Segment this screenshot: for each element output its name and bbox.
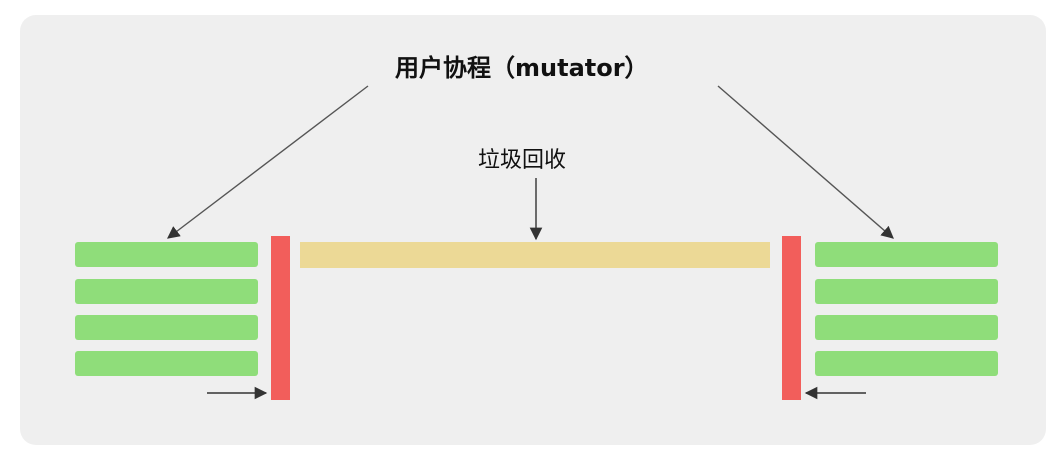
gc-region — [300, 242, 770, 268]
mutator-right-arrow — [717, 85, 894, 239]
gc-label: 垃圾回收 — [478, 148, 567, 173]
right-barrier — [782, 236, 801, 400]
left-mutator-block-4 — [75, 351, 258, 376]
right-mutator-block-2 — [815, 279, 998, 304]
right-mutator-block-3 — [815, 315, 998, 340]
mutator-label: 用户协程（mutator） — [395, 54, 649, 82]
mutator-left-arrow — [166, 85, 369, 239]
left-mutator-block-3 — [75, 315, 258, 340]
left-barrier — [271, 236, 290, 400]
right-mutator-block-1 — [815, 242, 998, 267]
left-mutator-block-1 — [75, 242, 258, 267]
right-mutator-block-4 — [815, 351, 998, 376]
left-mutator-block-2 — [75, 279, 258, 304]
